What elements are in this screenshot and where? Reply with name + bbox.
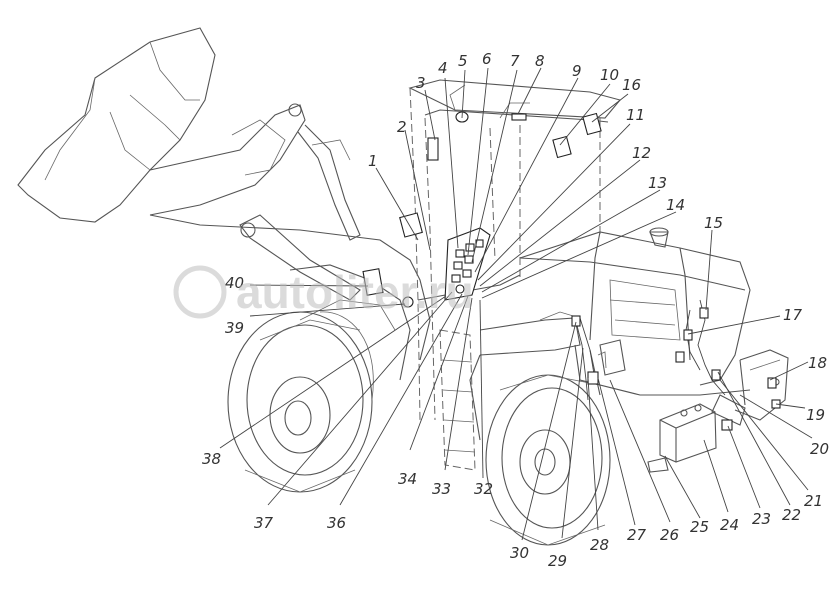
callout-32: 32 [474, 480, 493, 498]
component-cab-lamp [427, 137, 439, 161]
callout-6: 6 [482, 50, 492, 68]
callout-13: 13 [648, 174, 667, 192]
callout-9: 9 [572, 62, 582, 80]
callout-5: 5 [458, 52, 468, 70]
callout-19: 19 [806, 406, 825, 424]
callout-11: 11 [626, 106, 645, 124]
lift-arm [149, 104, 306, 216]
component-front-lamp [362, 268, 384, 296]
callout-36: 36 [327, 514, 346, 532]
callout-18: 18 [808, 354, 827, 372]
callout-15: 15 [704, 214, 723, 232]
component-beacon [511, 113, 527, 121]
callout-33: 33 [432, 480, 451, 498]
cab [408, 79, 621, 421]
callout-1: 1 [368, 152, 378, 170]
callout-26: 26 [660, 526, 679, 544]
callout-2: 2 [397, 118, 407, 136]
component-work-light-1 [552, 135, 572, 159]
callout-34: 34 [398, 470, 417, 488]
callout-21: 21 [804, 492, 823, 510]
callout-40: 40 [225, 274, 244, 292]
engine-hood [519, 227, 751, 386]
bucket [17, 27, 216, 223]
component-headlight-left [399, 212, 423, 238]
tilt-cylinder [297, 124, 361, 241]
callout-numbers: 1 2 3 4 5 6 7 8 9 10 11 12 13 14 15 16 1… [202, 50, 829, 570]
rear-wheel [485, 374, 611, 546]
callout-37: 37 [254, 514, 274, 532]
callout-20: 20 [810, 440, 829, 458]
front-wheel [227, 311, 374, 493]
callout-16: 16 [622, 76, 641, 94]
callout-8: 8 [535, 52, 545, 70]
counterweight [711, 349, 789, 426]
watermark-text: autoliter.ru [236, 266, 474, 318]
leader-lines [219, 67, 813, 541]
callout-29: 29 [548, 552, 567, 570]
callout-28: 28 [590, 536, 609, 554]
callout-12: 12 [632, 144, 651, 162]
callout-23: 23 [752, 510, 771, 528]
access-steps [439, 329, 476, 471]
callout-27: 27 [627, 526, 647, 544]
callout-3: 3 [416, 74, 426, 92]
callout-14: 14 [666, 196, 685, 214]
callout-10: 10 [600, 66, 619, 84]
callout-17: 17 [783, 306, 803, 324]
callout-25: 25 [690, 518, 709, 536]
watermark: autoliter.ru [173, 265, 474, 319]
callout-22: 22 [782, 506, 801, 524]
callout-38: 38 [202, 450, 221, 468]
callout-30: 30 [510, 544, 529, 562]
callout-7: 7 [510, 52, 520, 70]
battery [659, 403, 717, 463]
callout-24: 24 [720, 516, 739, 534]
callout-4: 4 [438, 59, 448, 77]
callout-39: 39 [225, 319, 244, 337]
lift-cylinder [239, 214, 361, 301]
